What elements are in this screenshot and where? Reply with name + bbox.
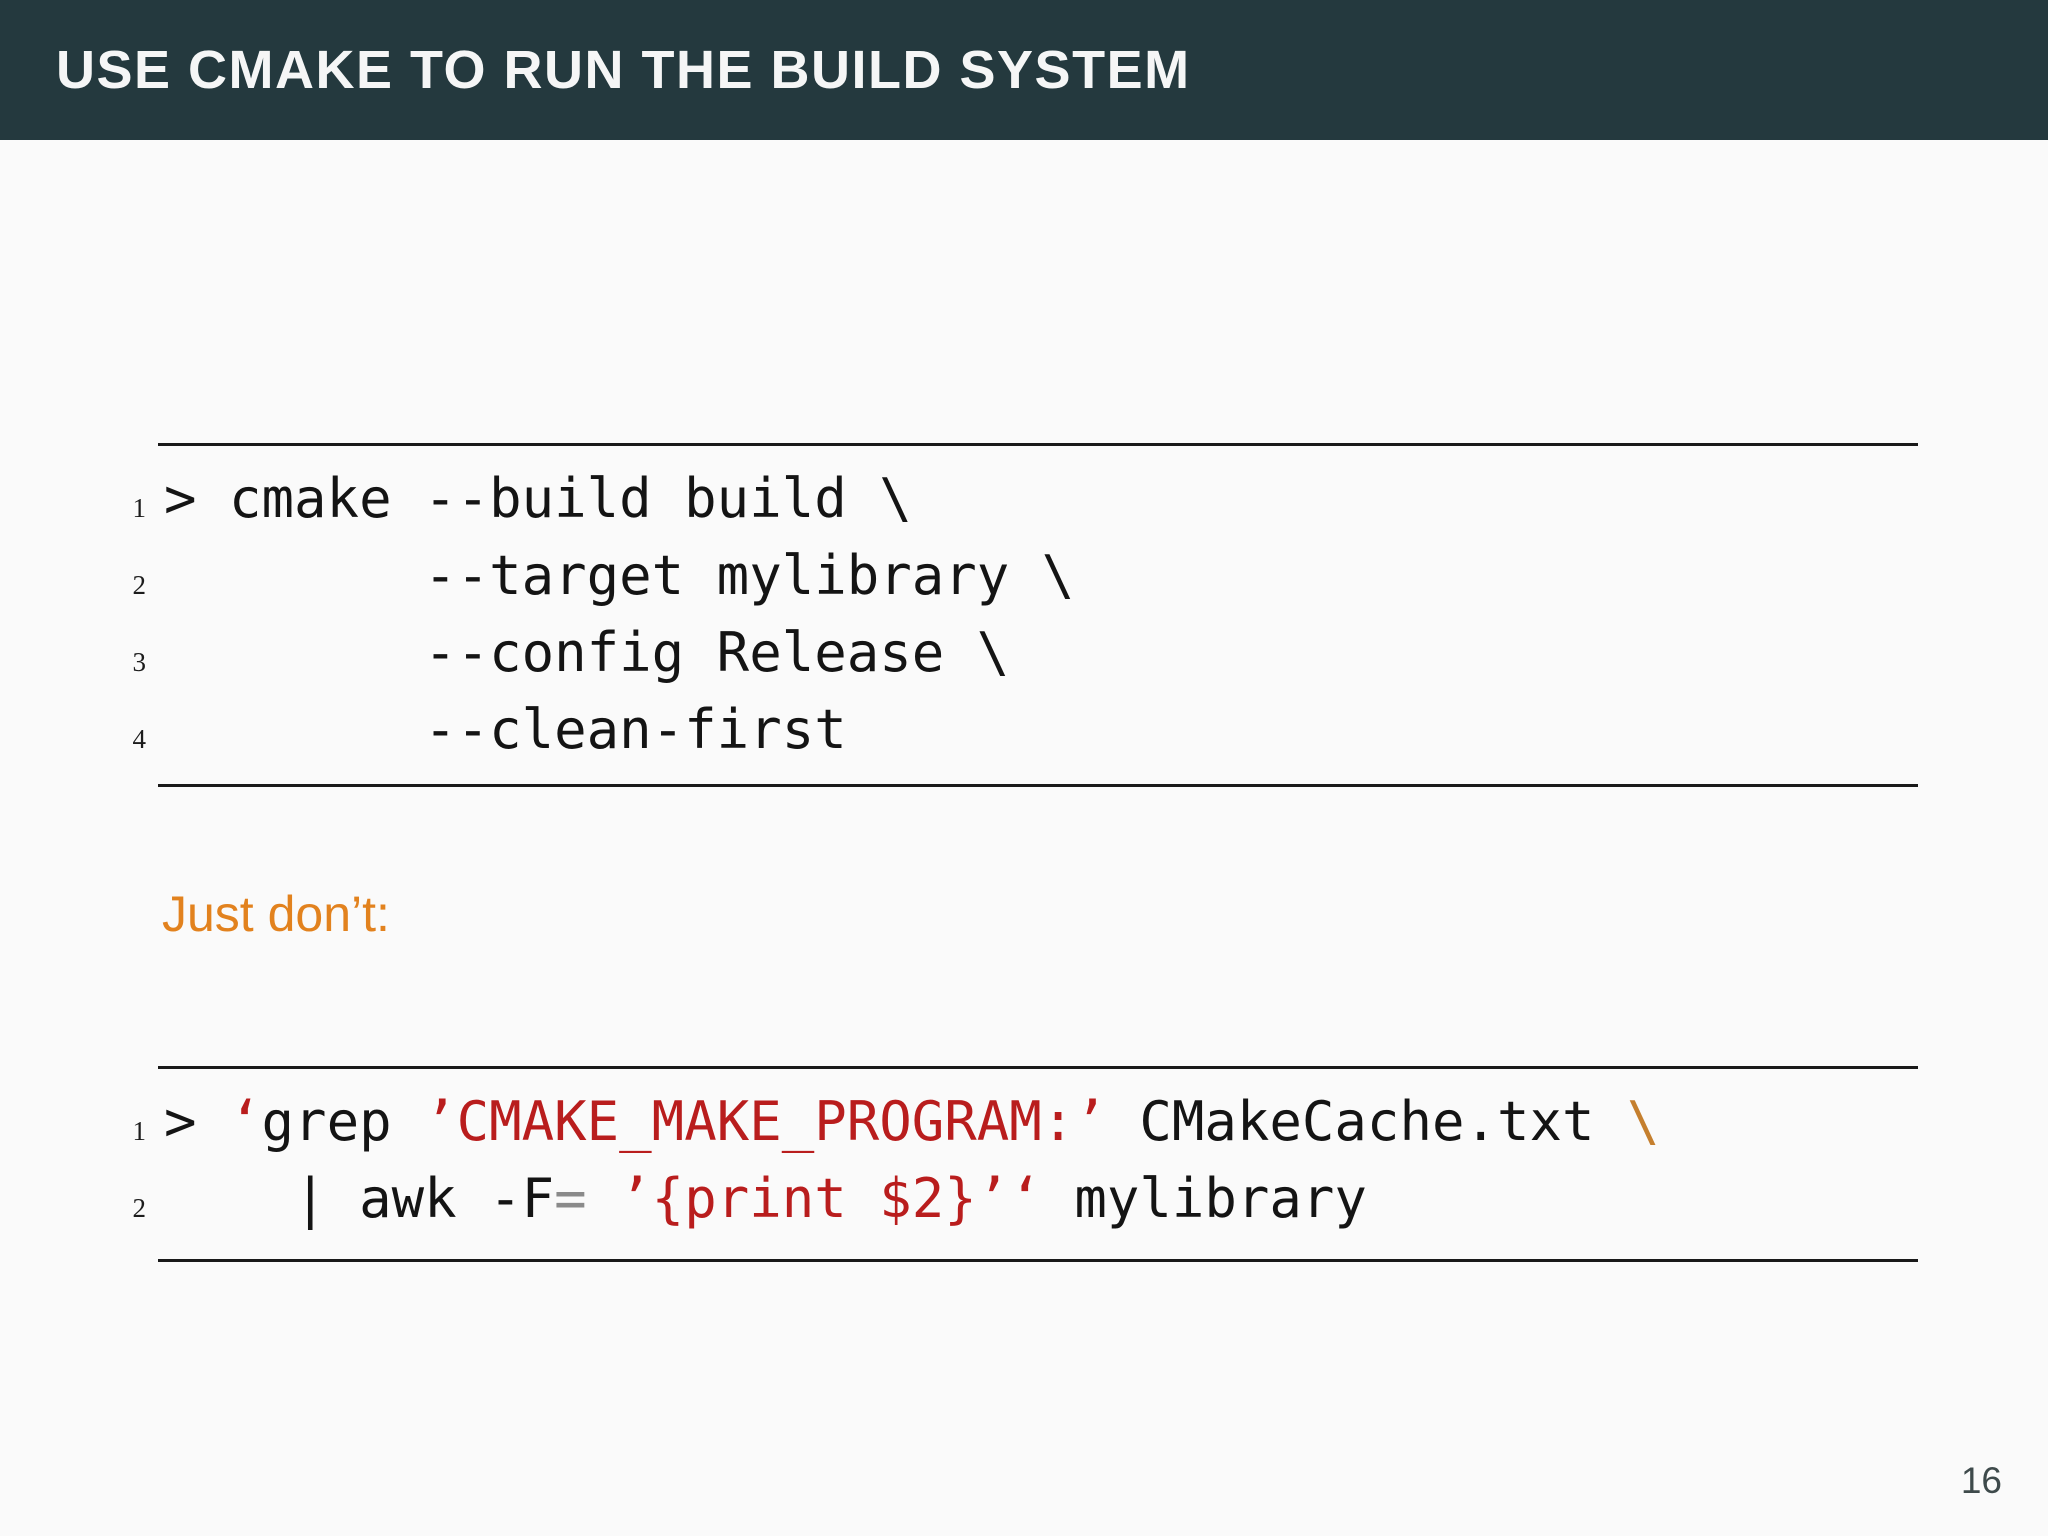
callout-just-dont: Just don’t: [162,886,390,942]
page-number: 16 [1960,1460,2002,1501]
slide-title: USE CMAKE TO RUN THE BUILD SYSTEM [56,40,1191,100]
code-listing-cmake-build: 1 > cmake --build build \ 2 --target mylib… [133,443,1918,787]
code-line-text: | awk -F= ’{print $2}’‘ mylibrary [164,1167,1367,1230]
line-number: 3 [132,647,147,677]
code-line: 3 --config Release \ [133,614,1918,691]
line-number: 1 [132,493,147,523]
slide-header: USE CMAKE TO RUN THE BUILD SYSTEM [0,0,2048,140]
code-line: 1 > ‘grep ’CMAKE_MAKE_PROGRAM:’ CMakeCach… [133,1083,1918,1160]
code-line: 2 | awk -F= ’{print $2}’‘ mylibrary [133,1160,1918,1237]
line-number: 1 [132,1116,147,1146]
code-line: 2 --target mylibrary \ [133,537,1918,614]
code-line-text: > ‘grep ’CMAKE_MAKE_PROGRAM:’ CMakeCache… [164,1090,1660,1153]
code-line: 1 > cmake --build build \ [133,460,1918,537]
code-listing-grep-awk: 1 > ‘grep ’CMAKE_MAKE_PROGRAM:’ CMakeCach… [133,1066,1918,1262]
line-number: 2 [132,1193,147,1223]
code-line-text: --target mylibrary \ [164,544,1075,607]
code-line: 4 --clean-first [133,691,1918,768]
code-line-text: --clean-first [164,698,847,761]
code-line-text: > cmake --build build \ [164,467,912,530]
line-number: 4 [132,724,147,754]
code-line-text: --config Release \ [164,621,1010,684]
line-number: 2 [132,570,147,600]
